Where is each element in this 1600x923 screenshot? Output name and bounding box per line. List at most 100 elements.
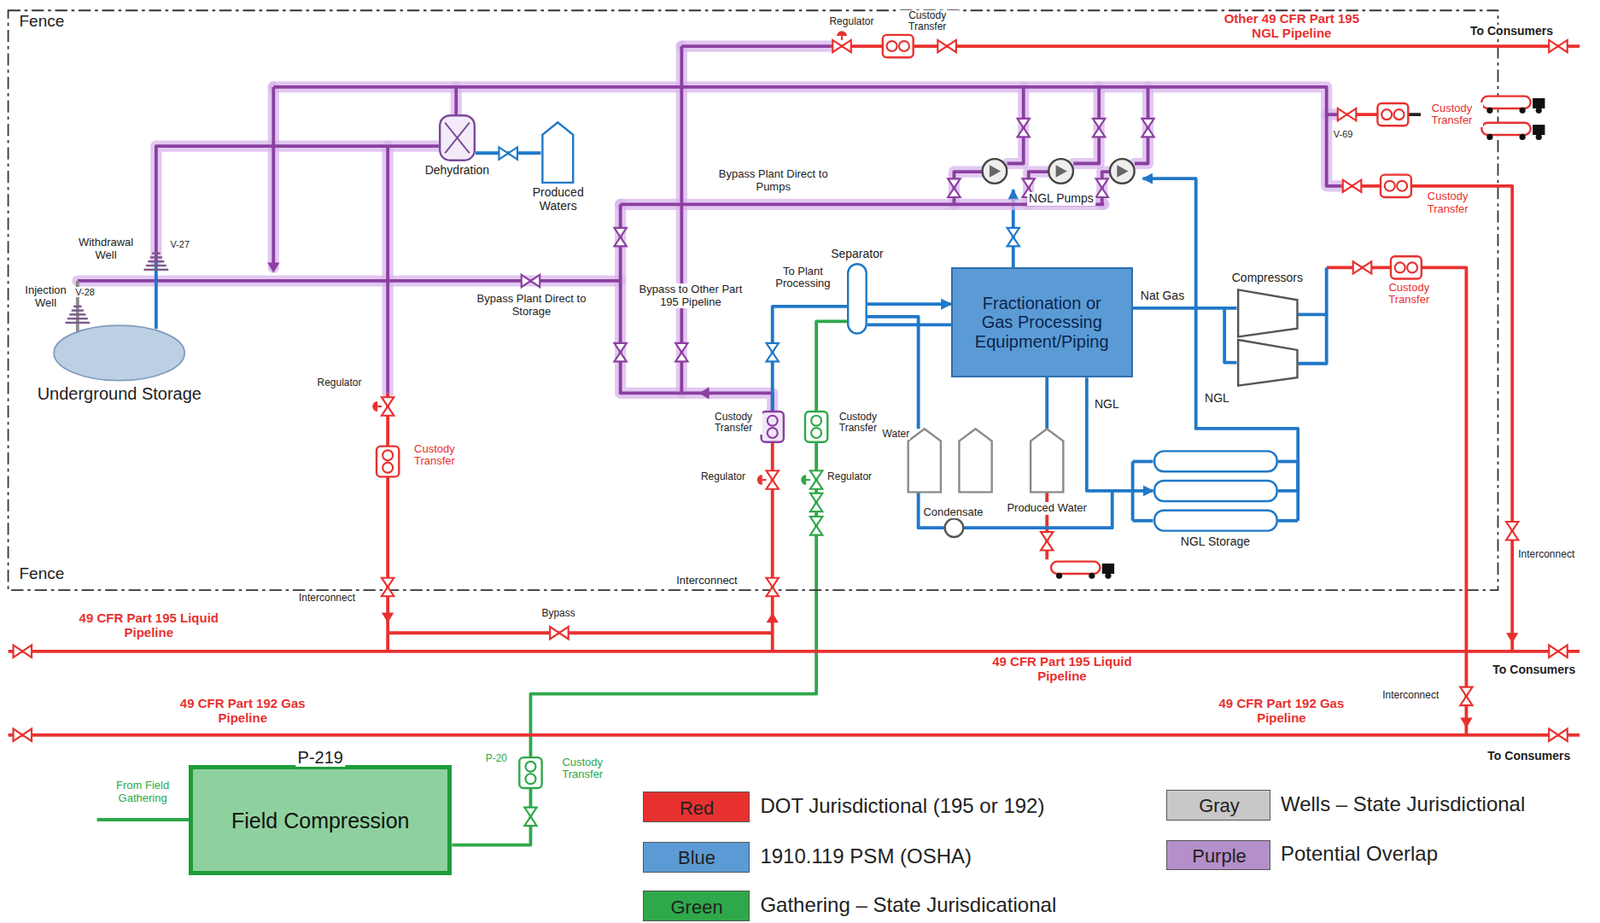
- node-label: P-219: [296, 747, 345, 767]
- well-stroke: [151, 251, 161, 254]
- purple-glow: [77, 46, 1342, 413]
- regulator-stem: [377, 405, 382, 408]
- valve-symbol: [381, 578, 394, 597]
- well-stroke: [73, 305, 82, 308]
- tank-truck: [1481, 122, 1545, 141]
- valve-symbol: [1337, 108, 1357, 121]
- regulator-head: [757, 474, 763, 485]
- diagram-label: Green: [644, 897, 749, 919]
- meter-body: [882, 35, 914, 58]
- diagram-label: Custody Transfer: [1416, 190, 1480, 216]
- diagram-label: Purple: [1167, 846, 1272, 868]
- vessel-cross: [444, 122, 470, 153]
- diagram-label: Bypass Plant Direct to Pumps: [716, 168, 830, 193]
- node-shape: [846, 262, 868, 335]
- regulator-head: [372, 401, 378, 412]
- process-node: Compressors: [1237, 287, 1299, 388]
- meter-rotor: [1394, 109, 1405, 120]
- valve-symbol: [1343, 180, 1362, 193]
- node-label: Compressors: [1230, 271, 1305, 286]
- pump-casing: [1109, 158, 1135, 184]
- pump-casing: [1049, 158, 1075, 184]
- diagram-label: Red: [644, 798, 749, 820]
- valve-symbol: [549, 626, 569, 639]
- diagram-label: 49 CFR Part 195 Liquid Pipeline: [76, 611, 222, 641]
- process-node: Underground Storage: [52, 324, 186, 382]
- meter-rotor: [811, 415, 822, 427]
- pipe: [1132, 519, 1154, 523]
- meter-rotor: [899, 40, 910, 52]
- pump-impeller: [989, 165, 1001, 178]
- truck-wheel: [1535, 134, 1542, 141]
- valve-symbol: [1548, 729, 1568, 742]
- vessel-body: [439, 115, 475, 161]
- node-shape: [540, 120, 576, 184]
- regulator-head: [800, 474, 806, 485]
- diagram-label: Injection Well: [19, 284, 73, 310]
- pump-impeller: [1117, 165, 1129, 178]
- valve-symbol: [810, 493, 823, 513]
- valve-symbol: [947, 178, 960, 198]
- connector-label: NGL: [1092, 397, 1122, 412]
- valve-symbol: [1141, 118, 1154, 138]
- meter-rotor: [767, 415, 778, 427]
- truck-wheel: [1486, 107, 1493, 114]
- legend-text: 1910.119 PSM (OSHA): [759, 845, 972, 869]
- tank-body: [543, 122, 574, 183]
- pipe: [154, 260, 158, 329]
- pipe-glow: [1073, 87, 1099, 164]
- diagram-label: Produced Water: [1005, 502, 1087, 515]
- process-node: Dehydration: [438, 114, 476, 162]
- well-symbol: [144, 253, 170, 270]
- valve-symbol: [381, 397, 394, 416]
- valve-symbol: [675, 343, 688, 363]
- pipe: [97, 817, 190, 822]
- regulator-head: [836, 30, 847, 36]
- valve-symbol: [937, 40, 957, 53]
- diagram-label: P-20: [484, 753, 509, 765]
- valve-symbol: [521, 274, 541, 287]
- process-node: Produced Waters: [540, 120, 576, 184]
- valve-symbol: [1017, 118, 1030, 138]
- pipe: [156, 145, 439, 261]
- diagram-label: Fence: [18, 564, 66, 583]
- diagram-label: Condensate: [922, 506, 984, 520]
- truck-wheel: [1486, 134, 1493, 141]
- node-label: Fractionation or Gas Processing Equipmen…: [965, 293, 1119, 351]
- regulator-symbol: [757, 474, 767, 485]
- truck-tank: [1481, 122, 1530, 135]
- pipe: [963, 490, 1112, 528]
- pipe: [8, 733, 1581, 737]
- diagram-label: Regulator: [826, 471, 873, 483]
- node-shape: [52, 324, 186, 382]
- meter-rotor: [1384, 181, 1396, 192]
- regulator-stem: [762, 478, 767, 481]
- well-stroke: [145, 264, 167, 267]
- diagram-label: Regulator: [828, 16, 875, 28]
- legend-text: Potential Overlap: [1280, 842, 1438, 866]
- meter-rotor: [525, 773, 537, 784]
- pipe-glow: [382, 145, 394, 393]
- pipe-connector: [451, 321, 847, 845]
- valve-symbol: [1459, 687, 1472, 707]
- process-node: NGL Storage: [1153, 449, 1279, 533]
- pipe: [1131, 461, 1135, 521]
- pipe-connector: [1132, 306, 1238, 310]
- diagram-label: Withdrawal Well: [69, 236, 143, 262]
- pipe-connector: [1086, 377, 1154, 491]
- pipe: [681, 44, 830, 48]
- compressor-body: [1237, 289, 1297, 337]
- pipe: [1132, 460, 1154, 464]
- pipe: [8, 649, 1581, 654]
- diagram-label: Interconnect: [675, 574, 739, 588]
- custody-meter: [376, 446, 399, 478]
- condensate-pump: [945, 518, 964, 538]
- well-stroke: [69, 313, 86, 316]
- pipe-glow: [1102, 171, 1111, 205]
- flow-arrow: [381, 612, 394, 623]
- pipe: [1296, 461, 1300, 521]
- diagram-label: To Consumers: [1469, 24, 1554, 39]
- valve-symbol: [13, 729, 33, 742]
- pipe: [1102, 171, 1111, 205]
- custody-meter: [761, 411, 784, 443]
